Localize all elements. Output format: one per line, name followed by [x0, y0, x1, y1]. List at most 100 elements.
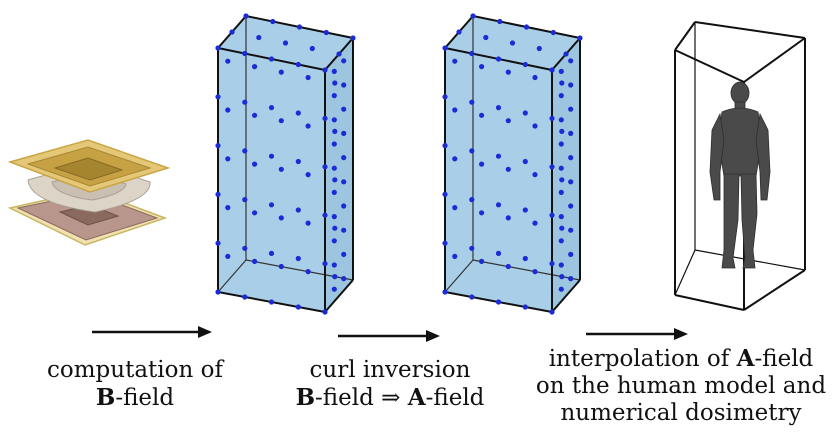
- node-dot: [309, 45, 315, 52]
- node-dot: [532, 220, 538, 226]
- caption-line: on the human model and: [528, 373, 834, 400]
- box-edge: [551, 279, 581, 313]
- node-dot: [295, 61, 301, 68]
- caption-text: numerical dosimetry: [560, 400, 802, 426]
- node-dot: [563, 51, 569, 57]
- node-dot: [341, 276, 347, 282]
- node-dot: [558, 262, 564, 268]
- node-dot: [242, 50, 248, 57]
- node-dot: [479, 210, 485, 216]
- box-hidden-edge: [444, 259, 474, 293]
- node-dot: [225, 107, 231, 113]
- box-edge: [324, 279, 354, 313]
- node-dot: [469, 294, 475, 300]
- node-dot: [341, 82, 347, 88]
- node-dot: [469, 148, 475, 154]
- node-dot: [568, 130, 574, 136]
- node-dot: [470, 13, 476, 19]
- node-dot: [495, 250, 502, 256]
- node-dot: [469, 99, 475, 105]
- node-dot: [559, 80, 565, 86]
- node-dot: [452, 156, 458, 162]
- node-dot: [568, 276, 574, 282]
- node-dot: [305, 74, 311, 81]
- node-dot: [332, 274, 338, 280]
- node-dot: [568, 251, 574, 257]
- human-model-box: [674, 21, 806, 311]
- node-dot: [495, 299, 502, 305]
- node-dot: [442, 240, 448, 246]
- node-dot: [341, 251, 347, 257]
- node-dot: [505, 118, 511, 124]
- node-dot: [322, 261, 328, 267]
- node-dot: [268, 250, 275, 256]
- node-dot: [495, 202, 502, 208]
- node-dot: [452, 58, 458, 64]
- node-dot: [549, 309, 555, 315]
- node-dot: [442, 191, 448, 197]
- node-dot: [568, 179, 574, 185]
- node-dot: [331, 93, 337, 99]
- node-dot: [452, 107, 458, 113]
- dotted-box-1: [215, 13, 356, 315]
- caption-text: -field: [754, 346, 814, 372]
- node-dot: [268, 202, 275, 208]
- node-dot: [495, 56, 502, 62]
- node-dot: [278, 118, 284, 124]
- node-dot: [523, 24, 530, 30]
- node-dot: [558, 214, 564, 220]
- node-dot: [295, 304, 301, 310]
- node-dot: [469, 50, 475, 57]
- node-dot: [559, 128, 565, 134]
- node-dot: [322, 67, 328, 73]
- dotted-box-2: [442, 13, 583, 315]
- node-dot: [568, 203, 574, 209]
- node-dot: [296, 24, 303, 30]
- node-dot: [332, 80, 338, 86]
- node-dot: [522, 255, 528, 262]
- node-dot: [225, 58, 231, 64]
- node-dot: [549, 261, 555, 267]
- node-dot: [341, 106, 347, 112]
- node-dot: [341, 130, 347, 136]
- node-dot: [509, 40, 516, 46]
- node-dot: [225, 156, 231, 162]
- node-dot: [322, 309, 328, 315]
- node-dot: [305, 269, 311, 275]
- node-dot: [252, 112, 258, 118]
- node-dot: [522, 61, 528, 68]
- node-dot: [442, 45, 448, 51]
- node-dot: [305, 220, 311, 226]
- node-dot: [558, 93, 564, 99]
- node-dot: [215, 289, 221, 295]
- node-dot: [336, 51, 342, 57]
- node-dot: [282, 40, 289, 46]
- node-dot: [225, 205, 231, 211]
- node-dot: [350, 35, 356, 41]
- node-dot: [505, 69, 511, 75]
- node-dot: [558, 117, 564, 123]
- node-dot: [532, 269, 538, 275]
- node-dot: [295, 158, 301, 165]
- node-dot: [278, 263, 284, 270]
- node-dot: [568, 58, 574, 64]
- node-dot: [331, 214, 337, 220]
- node-dot: [558, 141, 564, 147]
- node-dot: [341, 155, 347, 161]
- caption-line: curl inversion: [270, 357, 510, 384]
- node-dot: [568, 227, 574, 233]
- node-dot: [252, 161, 258, 167]
- node-dot: [243, 13, 249, 19]
- node-dot: [305, 123, 311, 129]
- node-dot: [242, 294, 248, 300]
- node-dot: [549, 115, 555, 121]
- box-side-face: [552, 38, 580, 312]
- node-dot: [323, 29, 329, 36]
- node-dot: [577, 35, 583, 41]
- caption-line: B-field: [15, 384, 255, 412]
- node-dot: [558, 68, 564, 74]
